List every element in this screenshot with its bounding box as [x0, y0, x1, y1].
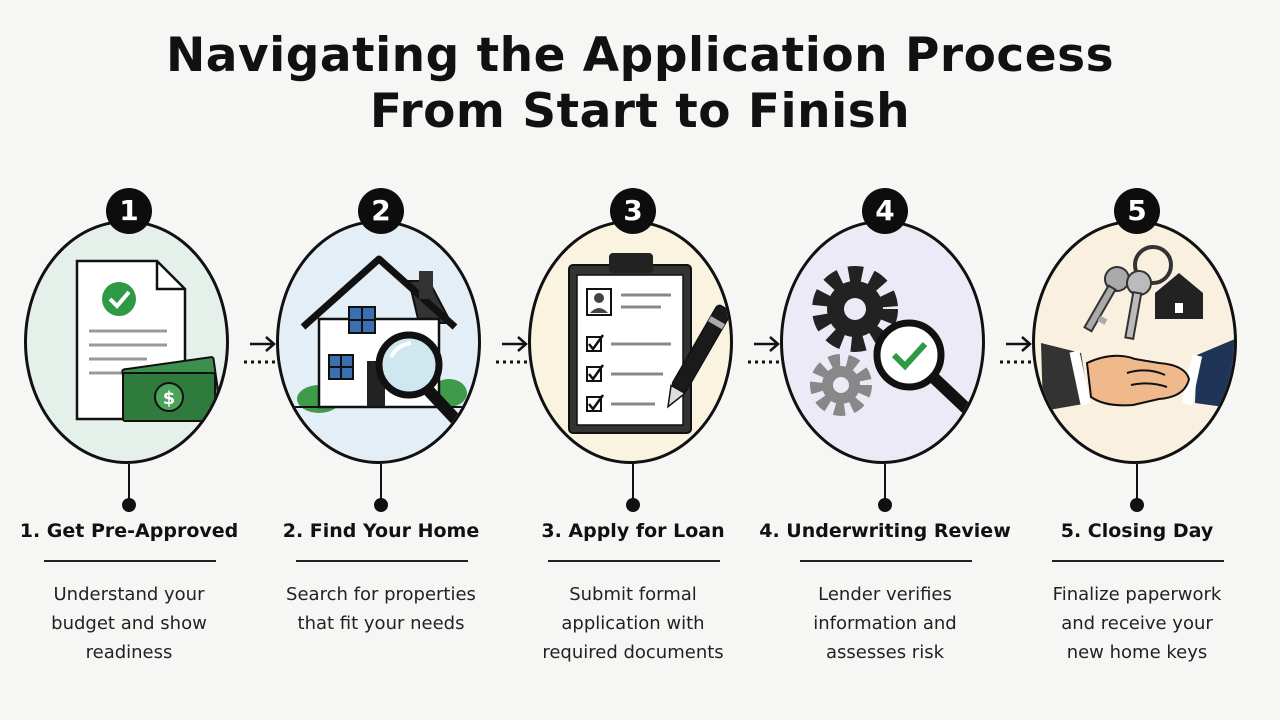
step-number-badge: 4	[862, 188, 908, 234]
step-description: Submit formal application with required …	[504, 580, 762, 667]
title-line-1: Navigating the Application Process	[165, 28, 1115, 83]
description-line: required documents	[542, 642, 724, 663]
step-divider	[44, 560, 216, 562]
svg-text:$: $	[163, 388, 176, 409]
step-divider	[296, 560, 468, 562]
description-line: and receive your	[1061, 613, 1213, 634]
step-description: Search for properties that fit your need…	[252, 580, 510, 638]
step-connector-dot	[1130, 498, 1144, 512]
step-label: 1. Get Pre-Approved	[19, 520, 239, 542]
step-description: Lender verifies information and assesses…	[756, 580, 1014, 667]
arrow-connector-2-3	[496, 336, 528, 364]
step-divider	[548, 560, 720, 562]
house-magnifier-icon	[295, 255, 469, 429]
step-3: 3 3. Apply for Loan Submit formal applic…	[504, 0, 754, 720]
step-5: 5 5. Closing Day Finalize paperwork and …	[1008, 0, 1258, 720]
title-line-2: From Start to Finish	[369, 84, 911, 139]
description-line: Submit formal	[569, 584, 697, 605]
step-connector-dot	[878, 498, 892, 512]
step-description: Finalize paperwork and receive your new …	[1008, 580, 1266, 667]
step-illustration	[1032, 220, 1237, 464]
step-divider	[800, 560, 972, 562]
step-connector-dot	[122, 498, 136, 512]
description-line: assesses risk	[826, 642, 944, 663]
step-number-badge: 3	[610, 188, 656, 234]
step-connector-line	[380, 464, 382, 504]
page-title: Navigating the Application Process From …	[0, 28, 1280, 140]
description-line: new home keys	[1066, 642, 1208, 663]
step-connector-line	[128, 464, 130, 504]
description-line: Search for properties	[286, 584, 476, 605]
step-4: 4 4. Underwriting Review Lender verifies…	[756, 0, 1011, 720]
step-label: 2. Find Your Home	[282, 520, 480, 542]
arrow-connector-3-4	[748, 336, 780, 364]
clipboard-pen-icon	[568, 253, 730, 434]
step-number-badge: 1	[106, 188, 152, 234]
gears-magnifier-check-icon	[810, 266, 975, 417]
step-connector-dot	[374, 498, 388, 512]
step-divider	[1052, 560, 1224, 562]
description-line: application with	[561, 613, 705, 634]
step-2: 2 2. Find Your Home Search for propertie…	[252, 0, 502, 720]
step-connector-line	[632, 464, 634, 504]
step-illustration	[780, 220, 985, 464]
step-number-badge: 5	[1114, 188, 1160, 234]
step-illustration	[276, 220, 481, 464]
description-line: information and	[813, 613, 957, 634]
step-connector-line	[1136, 464, 1138, 504]
arrow-connector-4-5	[1000, 336, 1032, 364]
description-line: that fit your needs	[297, 613, 465, 634]
arrow-connector-1-2	[244, 336, 276, 364]
step-label: 3. Apply for Loan	[541, 520, 725, 542]
description-line: readiness	[85, 642, 173, 663]
description-line: Finalize paperwork	[1052, 584, 1222, 605]
document-checkmark-money-icon: $	[75, 259, 221, 422]
description-line: budget and show	[51, 613, 207, 634]
step-description: Understand your budget and show readines…	[0, 580, 258, 667]
step-illustration	[528, 220, 733, 464]
step-label: 5. Closing Day	[1060, 520, 1214, 542]
description-line: Understand your	[53, 584, 205, 605]
step-1: $ 1 1. Get Pre-Approved Understand your …	[0, 0, 250, 720]
keys-handshake-icon	[1041, 245, 1234, 411]
step-label: 4. Underwriting Review	[759, 520, 1011, 542]
step-connector-line	[884, 464, 886, 504]
step-connector-dot	[626, 498, 640, 512]
step-illustration: $	[24, 220, 229, 464]
step-number-badge: 2	[358, 188, 404, 234]
description-line: Lender verifies	[818, 584, 952, 605]
